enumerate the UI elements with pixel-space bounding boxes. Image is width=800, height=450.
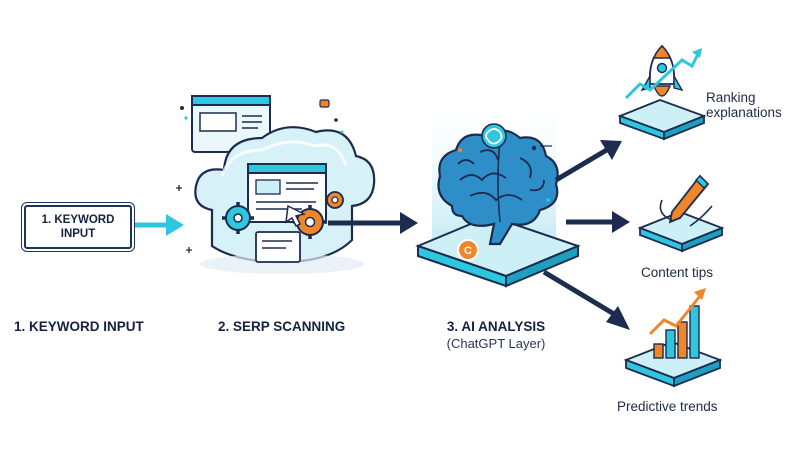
keyword-input-box-line2: INPUT <box>60 228 96 240</box>
content-tips-label: Content tips <box>641 265 713 280</box>
keyword-input-box-line1: 1. KEYWORD <box>41 214 115 226</box>
bar-chart-icon <box>648 288 706 359</box>
serp-cloud-illustration <box>176 95 376 274</box>
input-arrow <box>132 214 184 236</box>
stage-label-ai-analysis: 3. AI ANALYSIS <box>447 319 545 334</box>
serp-to-ai-arrow <box>328 212 418 234</box>
ai-to-trends-arrow <box>542 269 630 330</box>
cursor-icon <box>285 204 307 228</box>
stage-label-serp-scanning: 2. SERP SCANNING <box>218 319 345 334</box>
ranking-label-line1: Ranking <box>706 90 756 105</box>
ranking-label-line2: explanations <box>706 105 782 120</box>
stage-label-keyword-input: 1. KEYWORD INPUT <box>14 319 145 334</box>
stage-sublabel-chatgpt-layer: (ChatGPT Layer) <box>447 336 546 351</box>
ranking-platform <box>617 44 707 141</box>
gear-icon <box>326 191 344 209</box>
brain-badge-letter: C <box>464 245 472 257</box>
ai-to-content-arrow <box>566 211 630 233</box>
ai-to-ranking-arrow <box>554 140 622 183</box>
predictive-trends-label: Predictive trends <box>617 399 718 414</box>
ai-brain-illustration: C <box>415 110 581 288</box>
keyword-input-box: 1. KEYWORD INPUT <box>24 205 132 249</box>
gear-icon <box>222 202 254 234</box>
trends-platform <box>623 288 723 388</box>
pen-icon <box>659 174 710 224</box>
content-platform <box>637 174 725 253</box>
